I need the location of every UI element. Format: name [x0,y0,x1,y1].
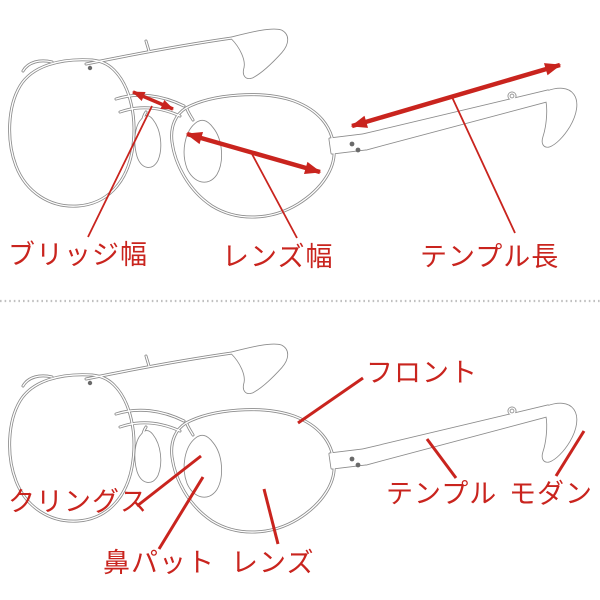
clings-pointer-line [136,454,202,508]
bridge-width-pointer-line [87,105,153,238]
lens-label: レンズ [231,548,315,579]
lens-width-label: レンズ幅 [222,242,334,273]
lens-width-arrow [185,131,322,175]
temple-label: テンプル [386,479,498,510]
temple-length-arrow [350,62,562,129]
lens-pointer-line [262,488,280,545]
bridge-width-arrow [132,90,174,111]
modern-label: モダン [509,479,593,510]
nose-pad-label: 鼻パット [103,548,215,579]
front-pointer-line [297,376,364,425]
temple-length-label: テンプル長 [420,242,560,273]
lens-width-pointer-line [251,153,298,239]
bridge-width-label: ブリッジ幅 [8,240,148,271]
clings-label: クリングス [8,487,148,518]
glasses-illustration-top [10,30,576,217]
front-label: フロント [366,358,478,389]
nose-pad-pointer-line [157,476,205,550]
modern-pointer-line [554,430,586,477]
temple-pointer-line [425,438,458,479]
temple-length-pointer-line [451,96,516,234]
